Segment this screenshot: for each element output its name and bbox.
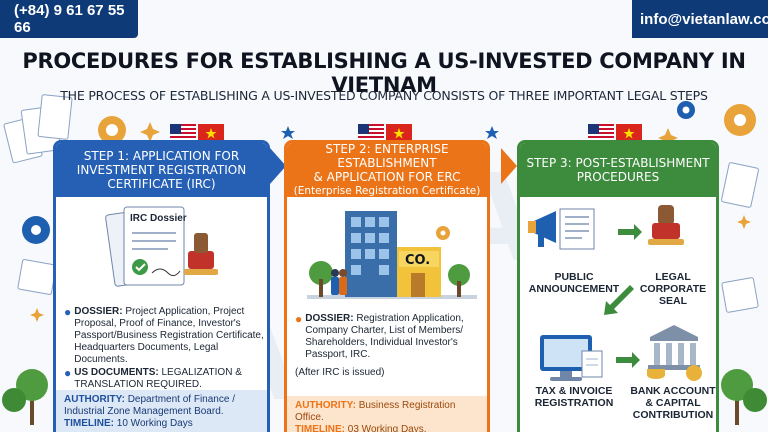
step1-bullet-dossier: ● DOSSIER: Project Application, Project … [64,306,264,366]
step3-item1-line2: ANNOUNCEMENT [524,283,624,295]
step2-details: ● DOSSIER: Registration Application, Com… [295,313,485,379]
building-icon [307,203,477,301]
step2-timeline-text: 03 Working Days. [348,424,427,432]
step3-panel: STEP 3: POST-ESTABLISHMENT PROCEDURES [517,140,719,432]
stamp-icon [648,205,684,245]
step3-heading-line1: STEP 3: POST-ESTABLISHMENT [520,156,716,170]
email-address[interactable]: info@vietanlaw.com [632,0,768,38]
step2-authority-key: AUTHORITY: [295,400,356,411]
bank-account-label: BANK ACCOUNT & CAPITAL CONTRIBUTION [626,385,719,421]
step2-heading-sub: (Enterprise Registration Certificate) [287,184,487,198]
legal-corporate-seal-label: LEGAL CORPORATE SEAL [628,271,718,307]
arrow-icon [616,352,640,368]
step3-item2-line2: CORPORATE [628,283,718,295]
company-sign: CO. [405,253,430,268]
step3-item4-line3: CONTRIBUTION [626,409,719,421]
tax-invoice-label: TAX & INVOICE REGISTRATION [524,385,624,409]
step1-heading-line1: STEP 1: APPLICATION FOR [56,149,267,163]
step1-timeline-text: 10 Working Days [117,418,193,429]
step2-panel: STEP 2: ENTERPRISE ESTABLISHMENT & APPLI… [284,140,490,432]
step3-heading-line2: PROCEDURES [520,170,716,184]
irc-dossier-label: IRC Dossier [130,213,187,224]
step1-us-docs-key: US DOCUMENTS: [74,367,158,378]
public-announcement-label: PUBLIC ANNOUNCEMENT [524,271,624,295]
step1-heading-line3: CERTIFICATE (IRC) [56,177,267,191]
step2-note: (After IRC is issued) [295,367,485,379]
step-arrow-2 [501,148,517,184]
step3-item2-line3: SEAL [628,295,718,307]
step1-bullet-us-docs: ● US DOCUMENTS: LEGALIZATION & TRANSLATI… [64,367,264,391]
step2-footer: AUTHORITY: Business Registration Office.… [287,396,487,432]
step1-panel: STEP 1: APPLICATION FOR INVESTMENT REGIS… [53,140,270,432]
page-subtitle: THE PROCESS OF ESTABLISHING A US-INVESTE… [0,88,768,103]
step3-item4-line2: & CAPITAL [626,397,719,409]
step2-dossier-key: DOSSIER: [305,313,353,324]
phone-number[interactable]: (+84) 9 61 67 55 66 [0,0,138,38]
step3-item1-line1: PUBLIC [524,271,624,283]
step3-item3-line1: TAX & INVOICE [524,385,624,397]
step3-item2-line1: LEGAL [628,271,718,283]
step3-item3-line2: REGISTRATION [524,397,624,409]
step2-heading-line2: & APPLICATION FOR ERC [287,170,487,184]
step2-heading-line1: STEP 2: ENTERPRISE ESTABLISHMENT [287,142,487,170]
step1-dossier-key: DOSSIER: [74,306,122,317]
step3-item4-line1: BANK ACCOUNT [626,385,719,397]
megaphone-icon [528,209,594,249]
bank-icon [647,325,702,381]
step3-heading: STEP 3: POST-ESTABLISHMENT PROCEDURES [520,143,716,197]
step1-heading-line2: INVESTMENT REGISTRATION [56,163,267,177]
step2-heading: STEP 2: ENTERPRISE ESTABLISHMENT & APPLI… [287,143,487,197]
step1-details: ● DOSSIER: Project Application, Project … [64,306,264,391]
step1-timeline-key: TIMELINE: [64,418,114,429]
step2-timeline-key: TIMELINE: [295,424,345,432]
step1-authority-key: AUTHORITY: [64,394,125,405]
computer-icon [540,335,602,381]
step1-footer: AUTHORITY: Department of Finance / Indus… [56,390,267,432]
step1-heading: STEP 1: APPLICATION FOR INVESTMENT REGIS… [56,143,267,197]
arrow-icon [618,224,642,240]
step2-bullet-dossier: ● DOSSIER: Registration Application, Com… [295,313,485,361]
